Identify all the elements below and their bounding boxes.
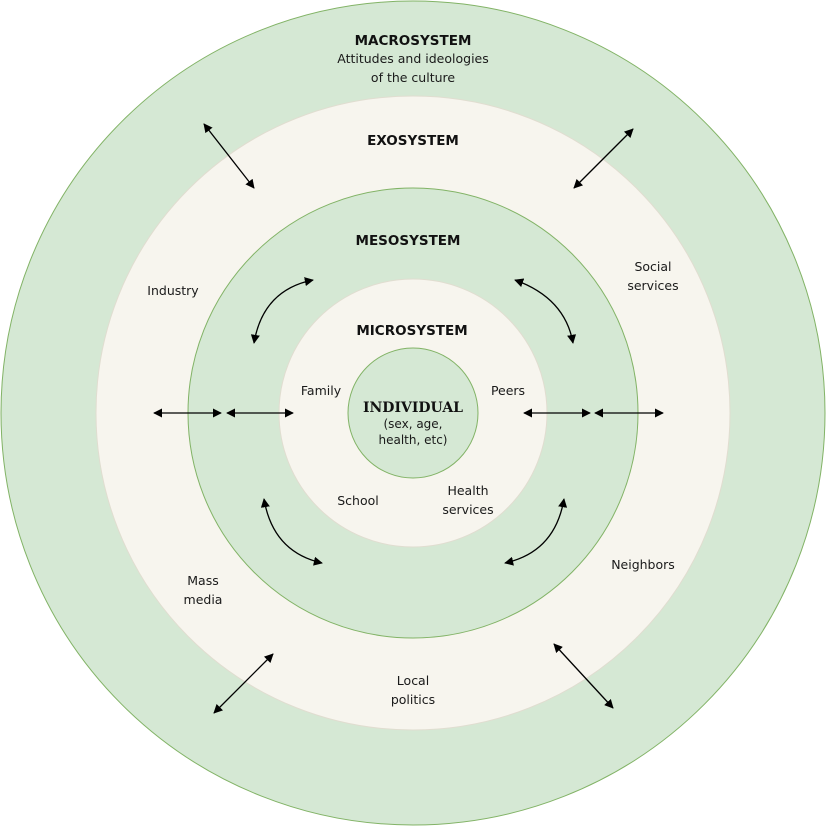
- label-social-services-line2: services: [627, 278, 678, 293]
- individual-description-line1: (sex, age,: [383, 417, 442, 431]
- label-local-politics-line1: Local: [397, 673, 429, 688]
- label-mass-media-line1: Mass: [187, 573, 218, 588]
- individual-title: INDIVIDUAL: [363, 400, 463, 416]
- label-peers: Peers: [491, 383, 525, 398]
- label-social-services-line1: Social: [634, 259, 671, 274]
- label-neighbors: Neighbors: [611, 557, 675, 572]
- macrosystem-description-line2: of the culture: [371, 70, 455, 85]
- macrosystem-title: MACROSYSTEM: [355, 33, 472, 49]
- individual-description-line2: health, etc): [379, 433, 448, 447]
- label-industry: Industry: [147, 283, 199, 298]
- arrow-macro-exo-top-right: [573, 128, 634, 189]
- label-school: School: [337, 493, 379, 508]
- curved-arrow-bottom-right: [504, 498, 568, 566]
- macrosystem-description-line1: Attitudes and ideologies: [337, 51, 489, 66]
- label-health-services-line1: Health: [447, 483, 488, 498]
- label-family: Family: [301, 383, 342, 398]
- individual-circle: [347, 347, 479, 479]
- label-local-politics-line2: politics: [391, 692, 435, 707]
- microsystem-title: MICROSYSTEM: [356, 323, 467, 339]
- label-health-services-line2: services: [442, 502, 493, 517]
- exosystem-title: EXOSYSTEM: [367, 133, 459, 149]
- arrow-macro-exo-bottom-left: [213, 653, 274, 714]
- curved-arrow-bottom-left: [260, 498, 323, 566]
- label-mass-media-line2: media: [184, 592, 223, 607]
- curved-arrow-top-left: [250, 277, 314, 344]
- arrow-macro-exo-bottom-right: [553, 643, 614, 709]
- mesosystem-title: MESOSYSTEM: [356, 233, 461, 249]
- curved-arrow-top-right: [514, 278, 577, 344]
- arrow-macro-exo-top-left: [203, 123, 255, 189]
